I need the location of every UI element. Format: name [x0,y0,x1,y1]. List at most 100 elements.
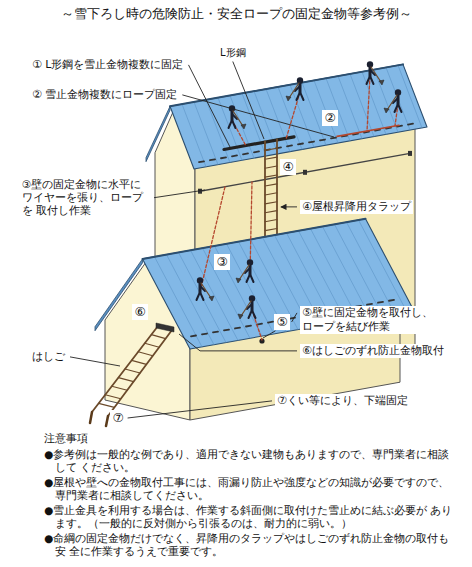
snow-guard [191,335,196,338]
part-label: はしご [30,350,67,364]
leader-line [281,206,297,207]
l-steel [224,137,294,150]
roof-seam [347,222,395,312]
wall-fixture [303,170,307,175]
worker [286,77,304,101]
worker-head [395,89,401,95]
ladder-rung [265,166,277,168]
shovel-handle [289,83,299,98]
worker-head [247,259,253,265]
shovel-blade [241,124,246,129]
leader-line [128,401,272,418]
callout-label: ① L形鋼を雪止金物複数に固定 [30,58,186,72]
shovel-handle [241,301,251,316]
stake [90,412,92,423]
roof-seam [194,102,218,165]
ladder-rung [265,202,277,204]
verge-board [146,106,170,161]
ladder-rail [276,139,278,237]
snow-guard [268,321,273,324]
worker-head [249,295,255,301]
callout-label: ⑦くい等により、下端固定 [275,394,410,408]
worker [238,295,256,319]
leader-line [70,357,120,366]
worker [197,277,215,301]
shovel-handle [233,111,243,126]
snow-guard [202,333,207,336]
shovel-handle [201,283,211,298]
worker [384,89,402,113]
snow-guard [224,329,229,332]
callout-number: ⑦ [110,410,125,426]
ladder-rung [132,360,147,364]
note-item: ●命綱の固定金物だけでなく、昇降用のタラップやはしごのずれ防止金物の取付も安 全… [44,532,456,559]
ridge [143,219,366,259]
worker-head [367,61,373,67]
snow-guard [213,331,218,334]
roof-seam [323,226,371,316]
ladder-rail [108,330,172,416]
leader-lines [70,62,334,419]
ladder-rung [265,193,277,195]
wall-fixture [408,151,412,156]
shovel-blade [238,314,243,319]
snow-guard [320,139,325,142]
shovel-blade [379,80,384,85]
worker-head [197,277,203,283]
shovel-blade [209,296,214,301]
ladder-rung [151,335,165,339]
ladder-rung [138,352,153,356]
ladder-rung [265,211,277,213]
roof-seam [362,72,386,135]
callout-number: ③ [214,254,229,270]
snow-guard [408,123,413,126]
callout-number: ④ [280,159,295,175]
rope [337,125,399,136]
note-item: ●雪止金具を利用する場合は、作業する斜面側に取付けた雪止めに結ぶ必要が あります… [44,504,456,531]
ladder-rung [265,157,277,159]
snow-guard [254,151,259,154]
callout-number: ⑥ [132,304,147,320]
roof-seam [182,104,206,167]
roof-seam [335,224,383,314]
notes-heading: 注意事項 [44,432,456,446]
snow-guard [257,323,262,326]
shovel-blade [236,278,241,283]
snow-guard [243,152,248,155]
snow-guard [298,143,303,146]
roof-seam [359,220,407,310]
ladder-rung [112,386,127,390]
leader-line [154,190,205,198]
roof-seam [155,257,203,347]
safety-rope [200,187,225,292]
note-item: ●参考例は一般的な例であり、適用できない建物もありますので、専門業者に相談して … [44,448,456,475]
anti-slip-fitting [156,323,174,332]
ladder [92,326,172,416]
part-label: L形鋼 [218,47,248,60]
roof-ladder [265,139,277,239]
snow-guard [287,145,292,148]
callout-label: ⑥はしごのずれ防止金物取付 [300,344,446,358]
roof-seam [398,65,422,128]
shovel-blade [384,108,389,113]
leader-line [179,334,297,351]
ladder-rung [265,148,277,150]
snow-guard [235,327,240,330]
leader-line [182,95,334,137]
ladder-rung [145,343,159,347]
leader-line [263,331,275,338]
roof-seam [215,246,263,336]
roof-seam [203,248,251,338]
notes-block: 注意事項 ●参考例は一般的な例であり、適用できない建物もありますので、専門業者に相… [44,432,456,560]
callout-number: ⑤ [274,314,289,330]
ladder-rung [99,403,115,407]
roof-seam [314,80,338,143]
snow-guard [309,141,314,144]
ladder-rung [265,184,277,186]
leader-line [233,62,264,140]
snow-guard [232,154,237,157]
shovel-handle [371,67,381,82]
leader-line [292,313,297,322]
roof-seam [374,70,398,133]
ladder-rung [265,175,277,177]
